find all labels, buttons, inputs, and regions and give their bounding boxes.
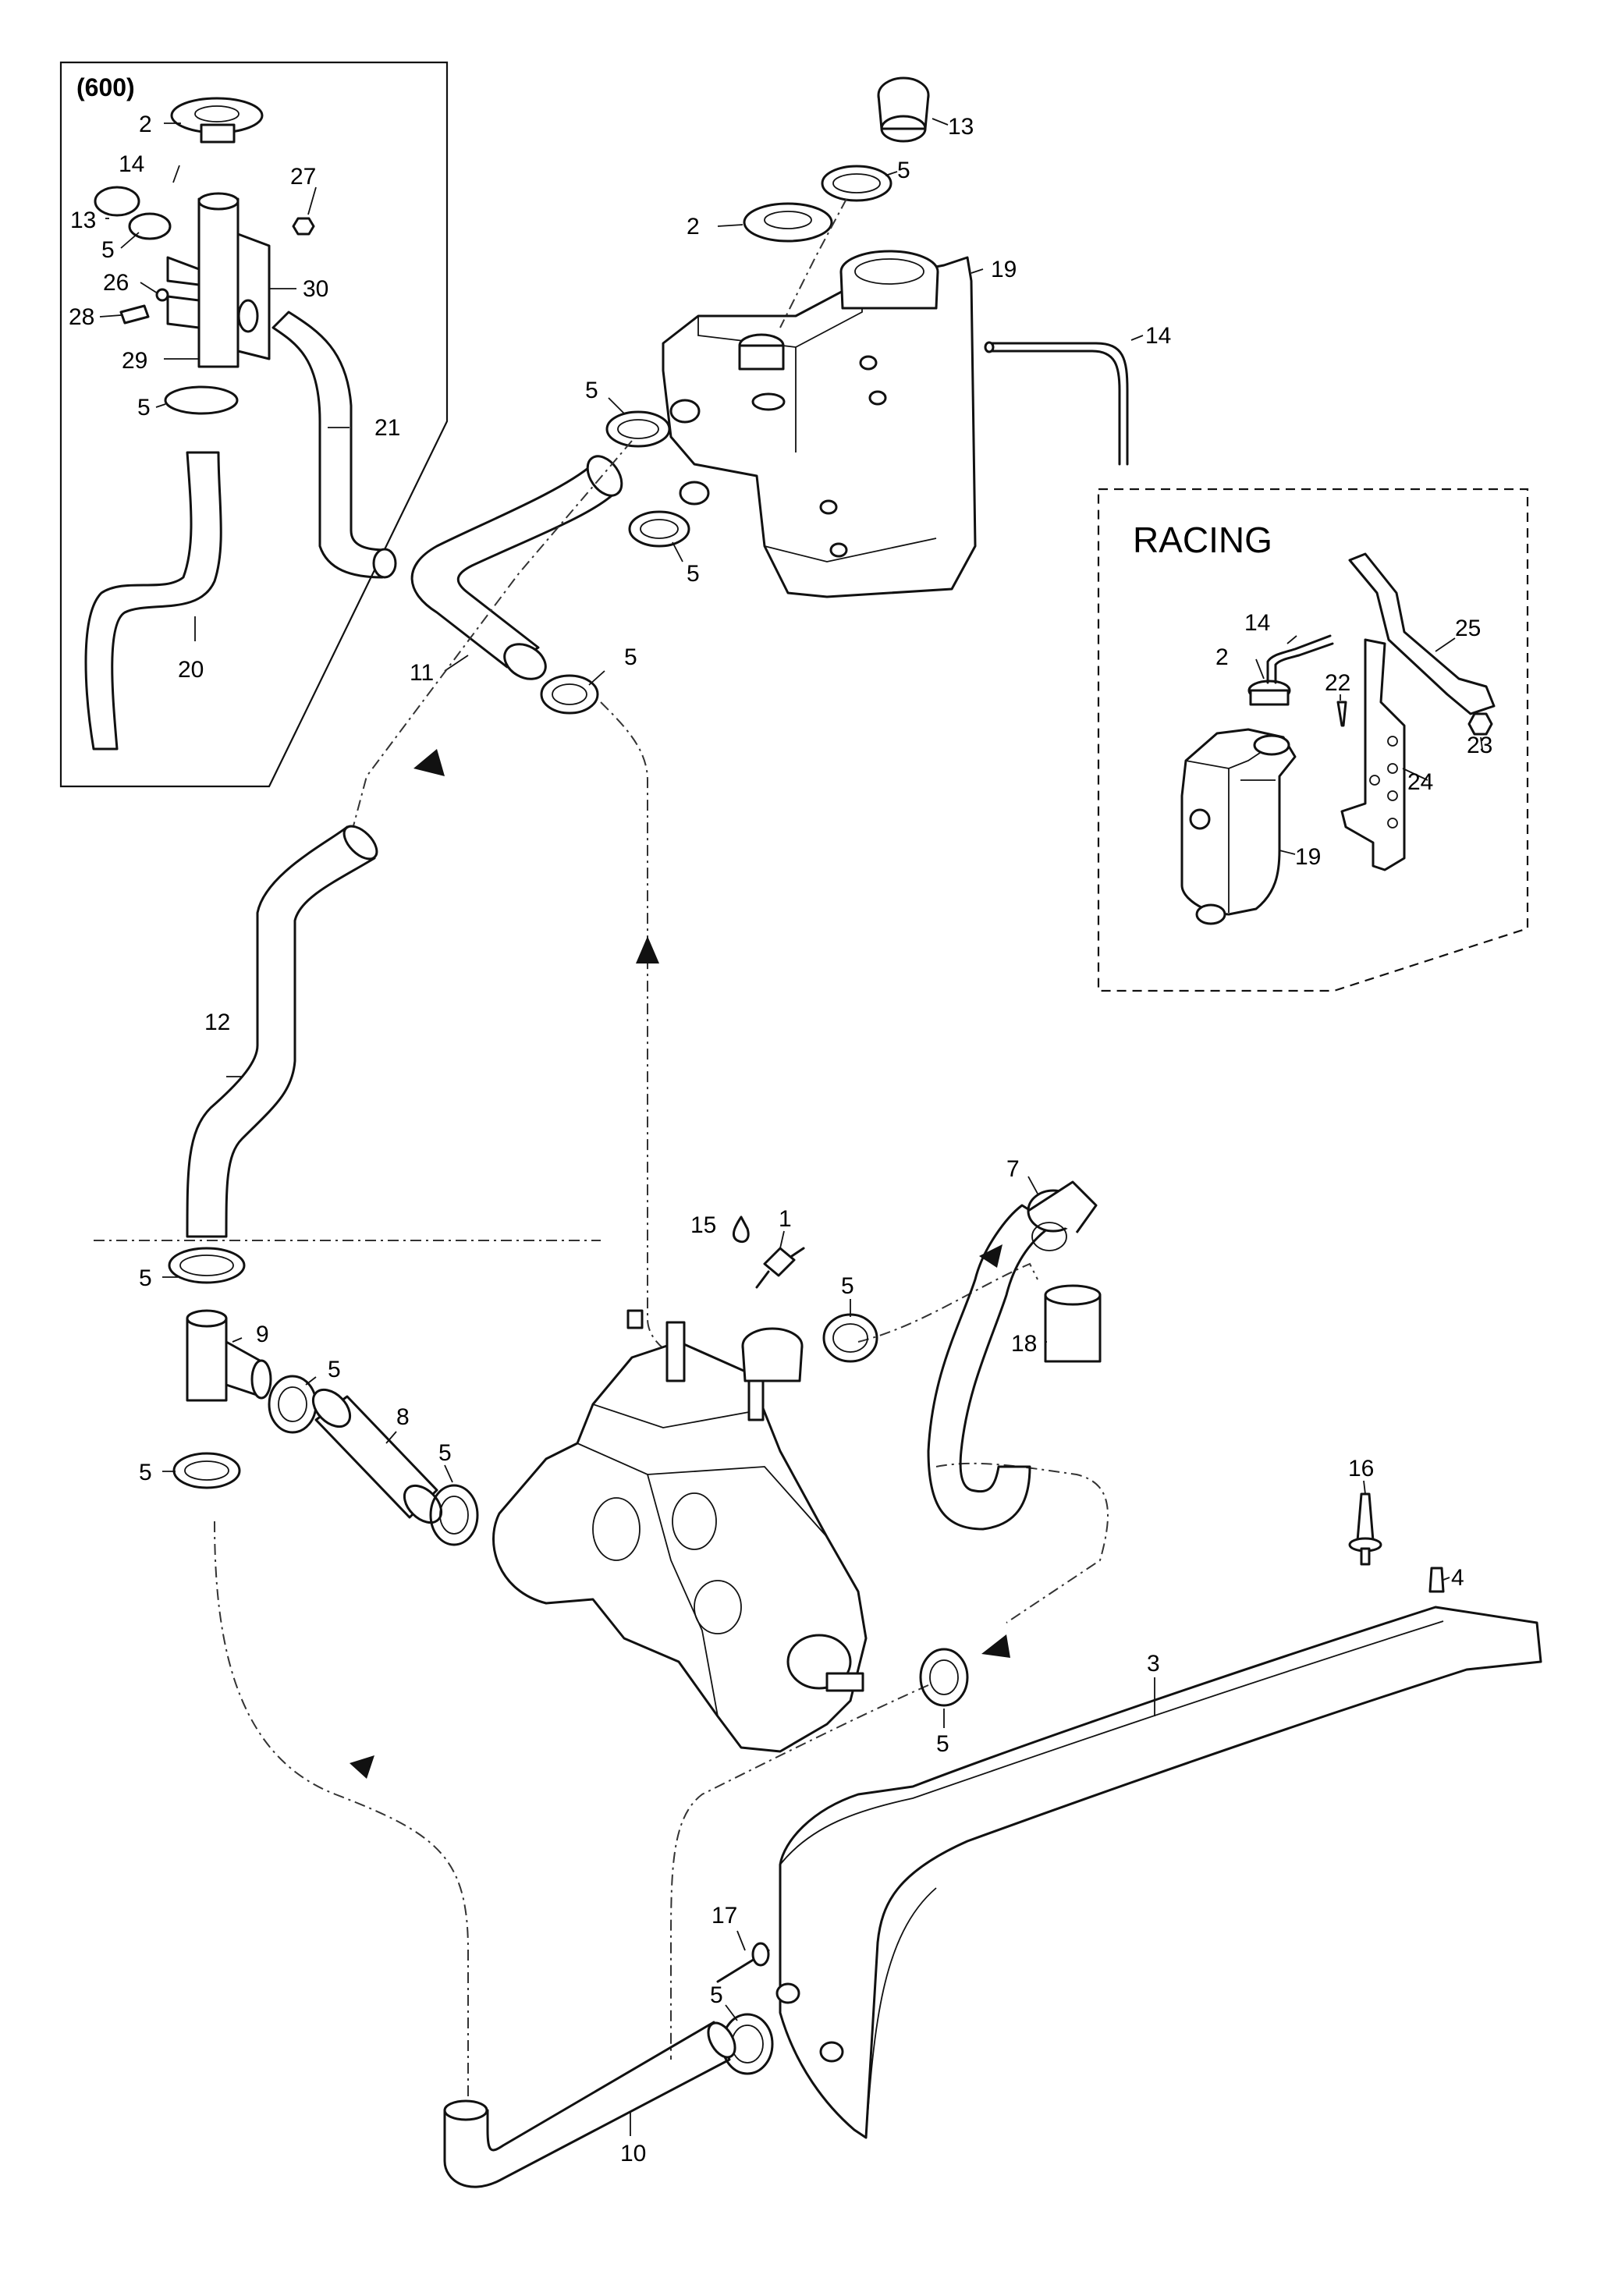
filler-neck-part: [166, 192, 271, 368]
callout-10: 10: [620, 2141, 646, 2166]
callout-23: 23: [1467, 733, 1492, 758]
flow-arrow-icon: [350, 1755, 374, 1779]
inset-600-title: (600): [76, 73, 135, 101]
callout-22: 22: [1325, 670, 1350, 696]
callout-25: 25: [1455, 616, 1481, 641]
callout-24: 24: [1407, 769, 1433, 795]
callout-11: 11: [410, 660, 434, 686]
radiator-cap-part: [170, 97, 264, 144]
callout-5: 5: [438, 1440, 452, 1466]
callout-5: 5: [710, 1982, 723, 2008]
callout-5: 5: [841, 1273, 854, 1299]
callout-14: 14: [119, 151, 144, 177]
callout-12: 12: [204, 1010, 230, 1035]
hoses-and-engine-assembly: 12 5 9 5 8 5 5 15 1 5 7 18 16 4 3 5 17 5…: [139, 825, 1542, 2188]
callout-13: 13: [948, 114, 974, 140]
callout-14: 14: [1244, 610, 1270, 636]
flow-arrow-icon: [981, 1634, 1010, 1658]
callout-5: 5: [139, 1460, 152, 1485]
callout-5: 5: [139, 1265, 152, 1291]
callout-14: 14: [1145, 323, 1171, 349]
callout-18: 18: [1011, 1331, 1037, 1357]
callout-21: 21: [374, 415, 400, 441]
inset-racing: RACING 14 2 25 22: [1097, 488, 1529, 992]
callout-19: 19: [1295, 844, 1321, 870]
callout-8: 8: [396, 1404, 410, 1430]
callout-7: 7: [1006, 1156, 1020, 1182]
callout-17: 17: [712, 1903, 737, 1929]
callout-2: 2: [687, 214, 700, 240]
callout-15: 15: [690, 1212, 716, 1238]
hose-21-part: [271, 311, 388, 579]
nut-part: [292, 217, 315, 236]
callout-13: 13: [70, 208, 96, 233]
callout-2: 2: [139, 112, 152, 137]
callout-5: 5: [585, 378, 598, 403]
callout-5: 5: [328, 1357, 341, 1382]
callout-5: 5: [624, 644, 637, 670]
flow-arrow-icon: [979, 1244, 1002, 1268]
callout-30: 30: [303, 276, 328, 302]
callout-20: 20: [178, 657, 204, 683]
hose-20-part: [84, 451, 222, 751]
washer-part: [155, 288, 169, 302]
flow-arrow-icon: [636, 936, 659, 963]
callout-9: 9: [256, 1322, 269, 1347]
coolant-tank-assembly: 13 5 2 19 14 5 5 11 5: [410, 76, 1171, 715]
small-tube-part: [94, 186, 140, 217]
callout-4: 4: [1451, 1565, 1464, 1591]
flow-arrow-icon: [413, 749, 445, 776]
callout-5: 5: [687, 561, 700, 587]
callout-1: 1: [779, 1206, 792, 1232]
callout-3: 3: [1147, 1651, 1160, 1677]
clamp-part: [164, 385, 239, 415]
callout-16: 16: [1348, 1456, 1374, 1482]
inset-600: (600): [59, 61, 449, 788]
callout-5: 5: [137, 395, 151, 421]
callout-28: 28: [69, 304, 94, 330]
callout-5: 5: [897, 158, 910, 183]
callout-2: 2: [1215, 644, 1229, 670]
callout-27: 27: [290, 164, 316, 190]
callout-29: 29: [122, 348, 147, 374]
callout-5: 5: [101, 237, 115, 263]
callout-26: 26: [103, 270, 129, 296]
inset-racing-title: RACING: [1133, 520, 1272, 560]
clamp-part: [128, 212, 172, 240]
callout-5: 5: [936, 1731, 949, 1757]
bolt-part: [119, 304, 150, 325]
callout-19: 19: [991, 257, 1017, 282]
